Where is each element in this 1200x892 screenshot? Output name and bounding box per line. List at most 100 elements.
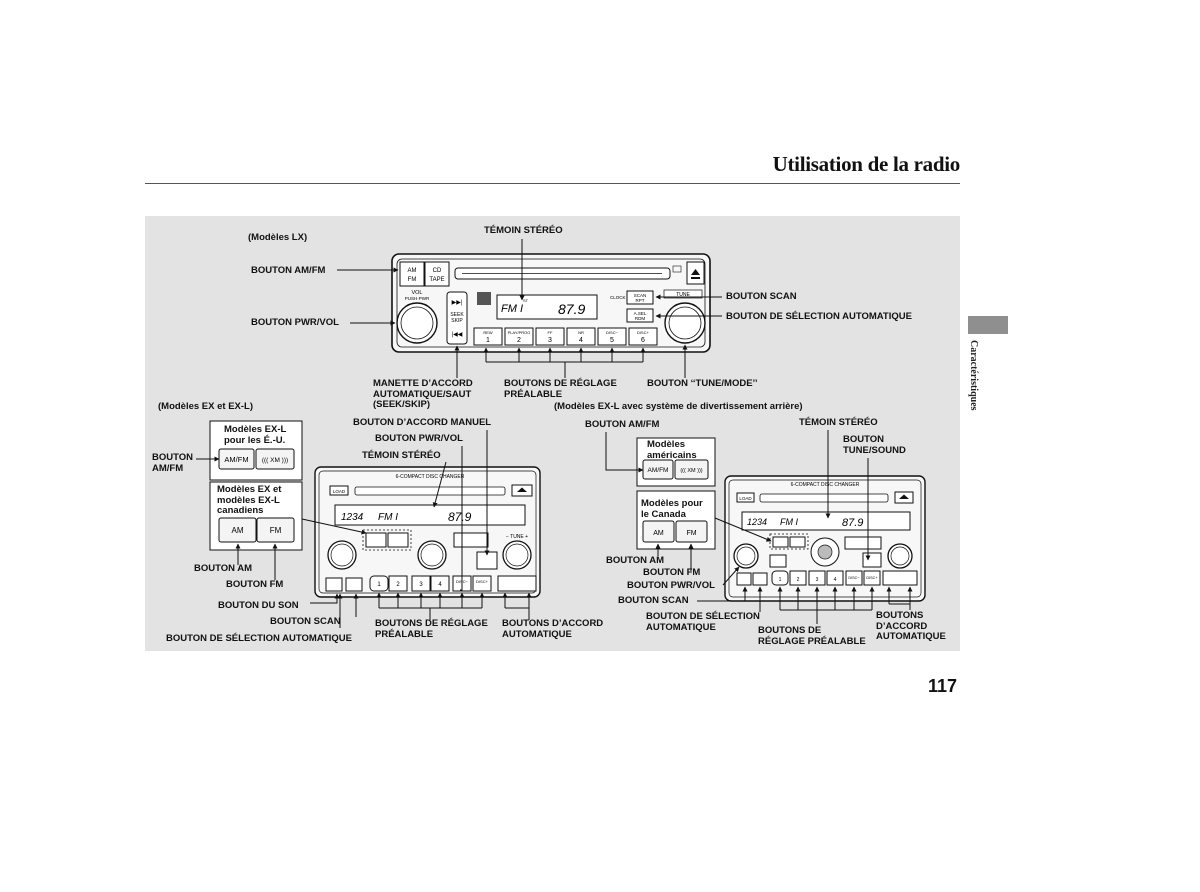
- lx-label-seek: MANETTE D’ACCORD AUTOMATIQUE/SAUT (SEEK/…: [373, 378, 473, 410]
- exl-amfm-group: [769, 533, 809, 550]
- ex-us-xm-text: ((( XM ))): [262, 457, 288, 464]
- lx-preset-5[interactable]: [597, 327, 627, 346]
- ex-ca-fm-button[interactable]: [256, 517, 295, 543]
- exl-rear-button[interactable]: [769, 554, 787, 568]
- exl-label-fm: BOUTON FM: [643, 567, 701, 578]
- lx-preset-3[interactable]: [535, 327, 565, 346]
- exl-cd-aux-buttons[interactable]: [844, 536, 882, 550]
- ex-cd-aux-buttons[interactable]: [453, 532, 489, 548]
- ex-label-scan: BOUTON SCAN: [270, 616, 341, 627]
- exl-preset-5[interactable]: [845, 570, 863, 586]
- ex-label-asel: BOUTON DE SÉLECTION AUTOMATIQUE: [166, 633, 352, 644]
- lx-preset-2[interactable]: [504, 327, 534, 346]
- exl-preset-num-1: 1: [779, 577, 782, 583]
- exl-vol-knob[interactable]: [733, 543, 759, 569]
- cd-logo-icon: [477, 292, 491, 305]
- exl-preset-4[interactable]: [826, 570, 844, 586]
- lx-fm-text: FM: [408, 277, 417, 283]
- ex-scan-button[interactable]: [325, 577, 343, 592]
- ex-ca-am-button[interactable]: [218, 517, 257, 543]
- ex-label-preset: BOUTONS DE RÉGLAGE PRÉALABLE: [375, 618, 488, 640]
- ex-preset-2[interactable]: [388, 575, 408, 592]
- exl-label-tunesound: BOUTON TUNE/SOUND: [843, 434, 906, 456]
- exl-ca-am-button[interactable]: [642, 520, 675, 543]
- lx-scan-button[interactable]: [626, 290, 654, 305]
- lx-seek-skip-lever[interactable]: [446, 291, 468, 345]
- lx-vol-knob[interactable]: [396, 302, 438, 344]
- ex-fm-button[interactable]: [387, 532, 409, 548]
- ex-sound-knob[interactable]: [327, 540, 357, 570]
- ex-preset-3[interactable]: [411, 575, 431, 592]
- exl-preset-2[interactable]: [789, 570, 807, 586]
- lx-scan-text: SCAN: [634, 293, 647, 298]
- exl-label-amfm: BOUTON AM/FM: [585, 419, 660, 430]
- ex-preset-6[interactable]: [472, 575, 492, 592]
- lx-label-preset: BOUTONS DE RÉGLAGE PRÉALABLE: [504, 378, 617, 400]
- exl-load-text: LOAD: [739, 496, 752, 501]
- exl-load-button[interactable]: [736, 492, 755, 503]
- exl-asel-button[interactable]: [752, 572, 768, 586]
- ex-preset-4[interactable]: [430, 575, 450, 592]
- lx-display-st: ST: [523, 298, 529, 303]
- ex-am-button[interactable]: [365, 532, 387, 548]
- exl-seek-buttons[interactable]: [882, 570, 918, 586]
- lx-label-stereo: TÉMOIN STÉRÉO: [484, 225, 563, 236]
- exl-am-button[interactable]: [772, 536, 789, 548]
- exl-ca-fm-text: FM: [686, 530, 696, 537]
- lx-rdm-text: RDM: [635, 316, 645, 321]
- exl-tunesound-button[interactable]: [862, 552, 882, 568]
- exl-us-xm-button[interactable]: [674, 459, 709, 480]
- lx-display: [496, 294, 598, 320]
- ex-asel-button[interactable]: [345, 577, 363, 592]
- lx-preset-buttons: REW PLAY/PROG FF NR DISC− DISC+ 1 2 3 4 …: [473, 327, 658, 346]
- ex-radio-unit: 6-COMPACT DISC CHANGER LOAD 1234 FM I 87…: [314, 466, 541, 598]
- page-number: 117: [928, 676, 958, 696]
- ex-preset-num-2: 2: [396, 582, 400, 588]
- ex-seek-buttons[interactable]: [497, 575, 537, 592]
- ex-label-pwrvol: BOUTON PWR/VOL: [375, 433, 463, 444]
- exl-radio-unit: 6-COMPACT DISC CHANGER LOAD 1234 FM I 87…: [724, 475, 926, 602]
- ex-us-amfm-text: AM/FM: [224, 455, 248, 464]
- lx-preset-cap-2: PLAY/PROG: [508, 330, 531, 335]
- ex-label-stereo: TÉMOIN STÉRÉO: [362, 450, 441, 461]
- lx-seek-down-icon: |◀◀: [452, 332, 463, 338]
- lx-preset-num-3: 3: [548, 337, 552, 344]
- ex-display-ch: 1234: [341, 512, 364, 523]
- ex-load-button[interactable]: [329, 485, 349, 496]
- exl-display-ch: 1234: [747, 517, 767, 527]
- exl-label-scan: BOUTON SCAN: [618, 595, 689, 606]
- exl-ca-fm-button[interactable]: [675, 520, 708, 543]
- lx-asel-button[interactable]: [626, 308, 654, 323]
- ex-label-am: BOUTON AM: [194, 563, 253, 574]
- lx-preset-cap-5: DISC−: [606, 330, 619, 335]
- ex-preset-1[interactable]: [369, 575, 389, 592]
- ex-us-box: AM/FM ((( XM ))): [209, 420, 303, 481]
- exl-preset-3[interactable]: [808, 570, 826, 586]
- exl-display-band: FM I: [780, 517, 798, 527]
- exl-preset-num-3: 3: [816, 577, 819, 583]
- lx-tune-knob[interactable]: [664, 302, 706, 344]
- lx-cdtape-button[interactable]: [424, 261, 450, 287]
- section-label-text: Caractéristiques: [968, 340, 979, 411]
- exl-us-box: AM/FM ((( XM ))): [636, 437, 716, 487]
- lx-preset-1[interactable]: [473, 327, 503, 346]
- disc-indicator-icon: [672, 265, 682, 273]
- exl-tune-knob[interactable]: [887, 543, 913, 569]
- ex-vol-knob[interactable]: [417, 540, 447, 570]
- section-label: Caractéristiques: [968, 340, 990, 420]
- exl-preset-6[interactable]: [863, 570, 881, 586]
- ex-us-xm-button[interactable]: [255, 448, 295, 470]
- exl-preset-1[interactable]: [771, 570, 789, 586]
- ex-label-manual: BOUTON D’ACCORD MANUEL: [353, 417, 492, 428]
- exl-fm-button[interactable]: [789, 536, 806, 548]
- lx-preset-6[interactable]: [628, 327, 658, 346]
- exl-us-xm-text: ((( XM ))): [680, 468, 702, 474]
- ex-label-fm: BOUTON FM: [226, 579, 284, 590]
- ex-ca-am-text: AM: [232, 526, 244, 535]
- ex-heading: (Modèles EX et EX-L): [158, 401, 254, 412]
- exl-scan-button[interactable]: [736, 572, 752, 586]
- ex-tune-knob[interactable]: [502, 540, 532, 570]
- lx-amfm-button[interactable]: [399, 261, 425, 287]
- lx-preset-4[interactable]: [566, 327, 596, 346]
- lx-preset-num-4: 4: [579, 337, 583, 344]
